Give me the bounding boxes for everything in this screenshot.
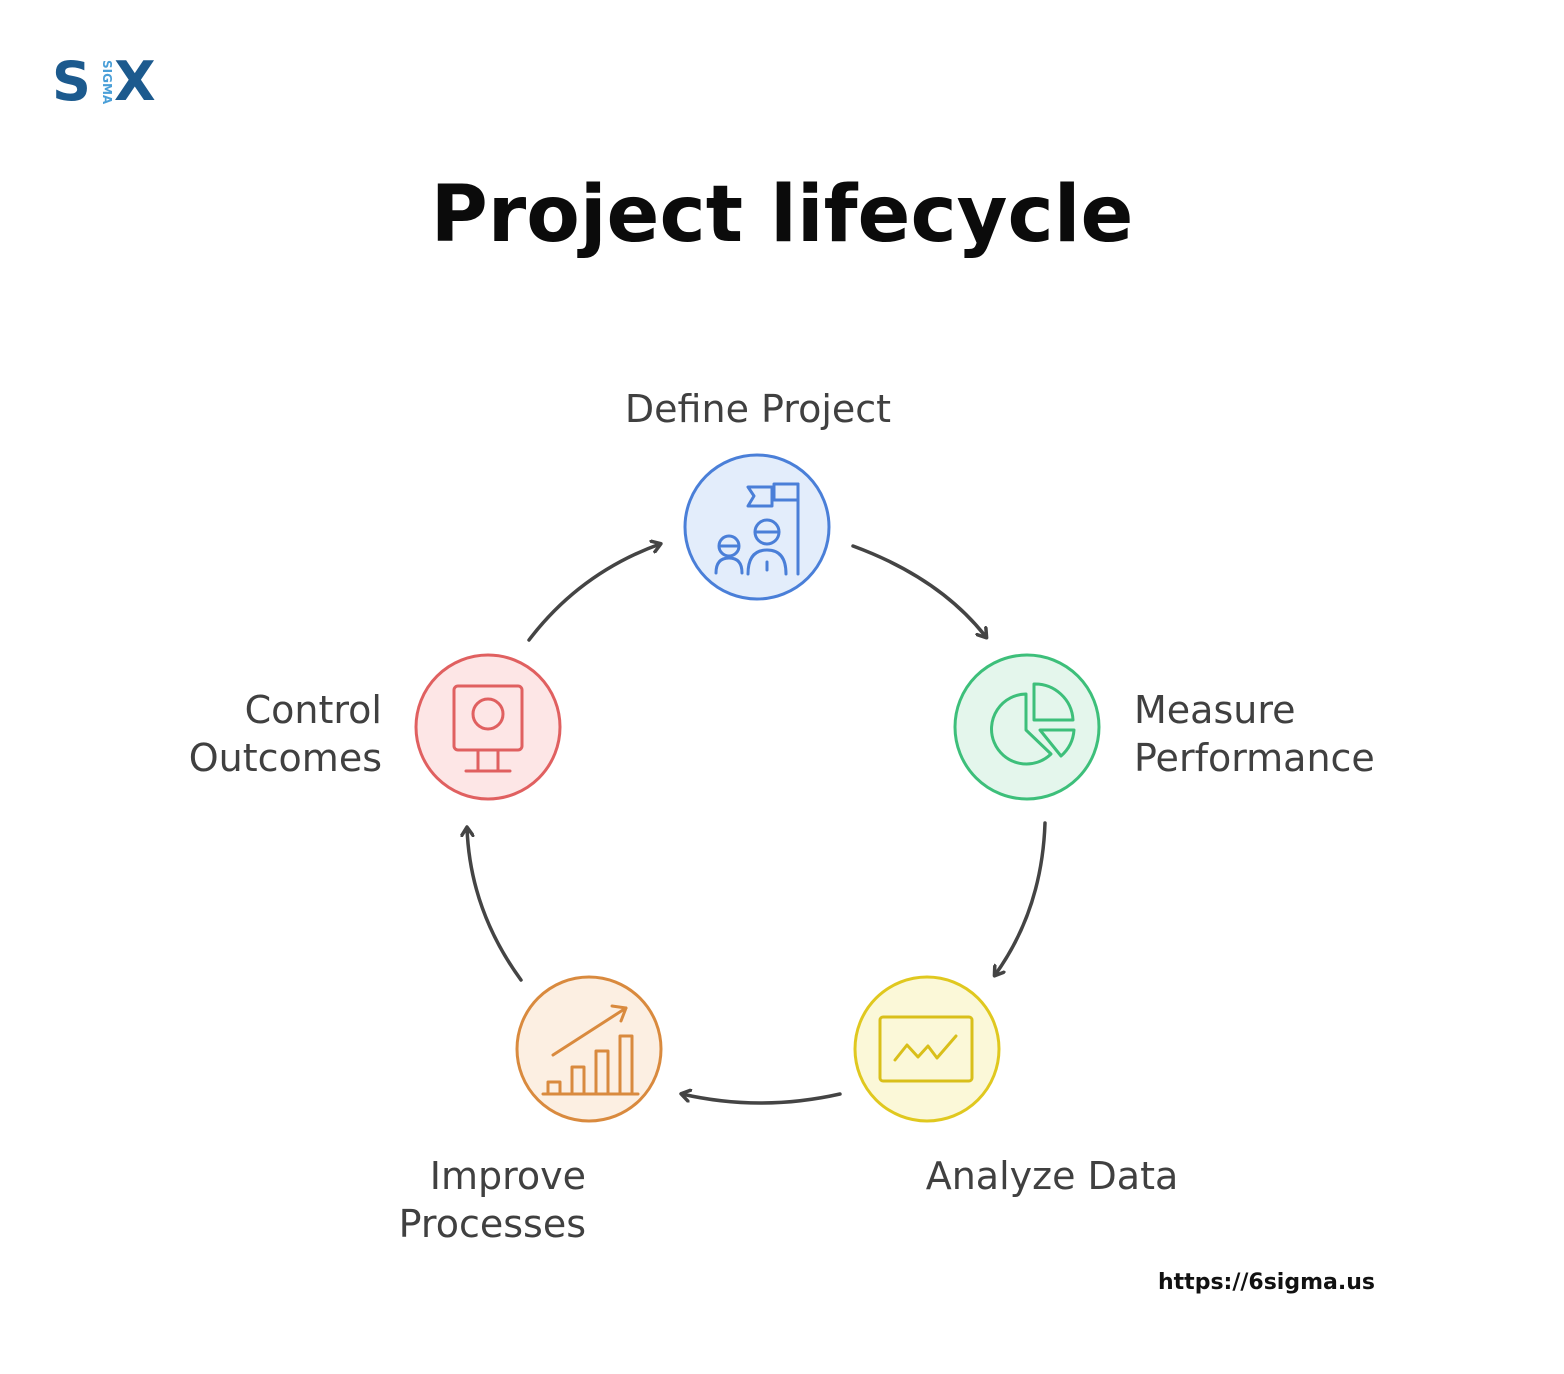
label-analyze-line-1: Analyze Data [925, 1154, 1179, 1198]
label-improve-line-1: Improve [429, 1154, 586, 1198]
pie-chart-icon [990, 682, 1076, 766]
label-control-line-2: Outcomes [188, 736, 382, 780]
logo-letter-s: S [52, 50, 91, 113]
arrow-improve-to-control [467, 828, 523, 982]
label-improve-line-2: Processes [398, 1202, 586, 1246]
page-title: Project lifecycle [430, 170, 1134, 260]
label-control-line-1: Control [244, 688, 382, 732]
label-analyze-data: Analyze Data [852, 1152, 1252, 1200]
arrow-control-to-define [527, 544, 660, 642]
sixsigma-logo: S SIGMA X [52, 52, 164, 112]
node-analyze-data [853, 975, 1001, 1123]
node-improve-processes [515, 975, 663, 1123]
label-define-line-1: Define Project [624, 387, 892, 431]
label-control-outcomes: Control Outcomes [120, 686, 382, 782]
label-define-project: Define Project [558, 385, 958, 433]
label-measure-line-2: Performance [1134, 736, 1375, 780]
line-chart-screen-icon [878, 1015, 974, 1083]
monitor-target-icon [452, 684, 524, 773]
team-flag-icon [714, 482, 800, 576]
footer-url[interactable]: https://6sigma.us [1158, 1270, 1375, 1295]
node-define-project [683, 453, 831, 601]
node-control-outcomes [414, 653, 562, 801]
logo-sigma-text: SIGMA [100, 59, 114, 105]
label-measure-performance: Measure Performance [1134, 686, 1375, 782]
growth-bar-chart-icon [541, 1004, 640, 1096]
arrow-analyze-to-improve [682, 1094, 842, 1105]
logo-letter-x: X [114, 50, 156, 113]
node-measure-performance [953, 653, 1101, 801]
label-measure-line-1: Measure [1134, 688, 1296, 732]
arrow-define-to-measure [851, 544, 986, 637]
arrow-measure-to-analyze [995, 821, 1047, 975]
label-improve-processes: Improve Processes [290, 1152, 586, 1248]
